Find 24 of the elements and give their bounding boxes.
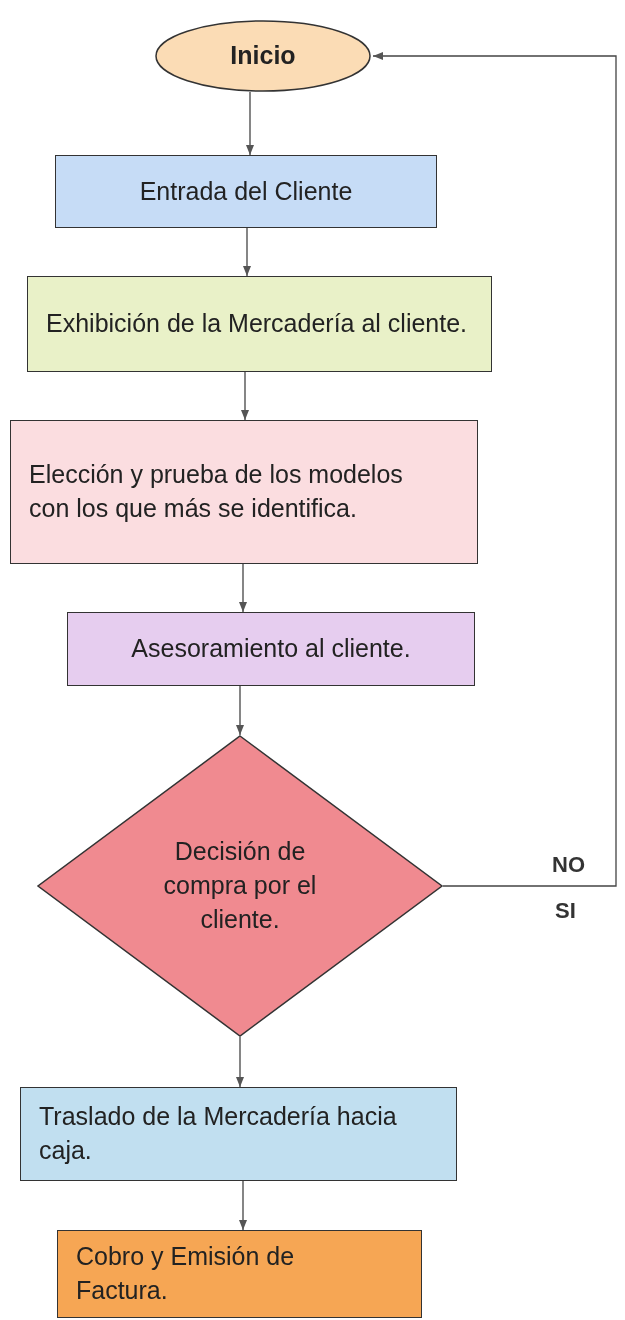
- arrow: [236, 1036, 244, 1088]
- process-box: [57, 1230, 422, 1318]
- decision-diamond: [37, 735, 443, 1037]
- node-label: Decisión de compra por el cliente.: [162, 836, 318, 935]
- node-label: Asesoramiento al cliente.: [131, 633, 411, 665]
- arrow: [243, 227, 251, 277]
- process-box: [27, 276, 492, 372]
- arrow: [241, 371, 249, 421]
- process-box: [10, 420, 478, 564]
- start-ellipse: [155, 20, 371, 92]
- process-box: [67, 612, 475, 686]
- node-label: Traslado de la Mercadería hacia caja.: [39, 1101, 398, 1166]
- node-label: Inicio: [230, 40, 296, 72]
- node-label: Cobro y Emisión de Factura.: [76, 1241, 296, 1306]
- node-label: Entrada del Cliente: [139, 175, 353, 207]
- arrow: [246, 91, 254, 156]
- node-label: Elección y prueba de los modelos con los que más se identifica.: [29, 459, 404, 524]
- arrow: [372, 52, 617, 887]
- arrow: [239, 1180, 247, 1231]
- arrow: [236, 685, 244, 736]
- node-label: Exhibición de la Mercadería al cliente.: [46, 308, 468, 340]
- process-box: [20, 1087, 457, 1181]
- arrow: [239, 563, 247, 613]
- process-box: [55, 155, 437, 228]
